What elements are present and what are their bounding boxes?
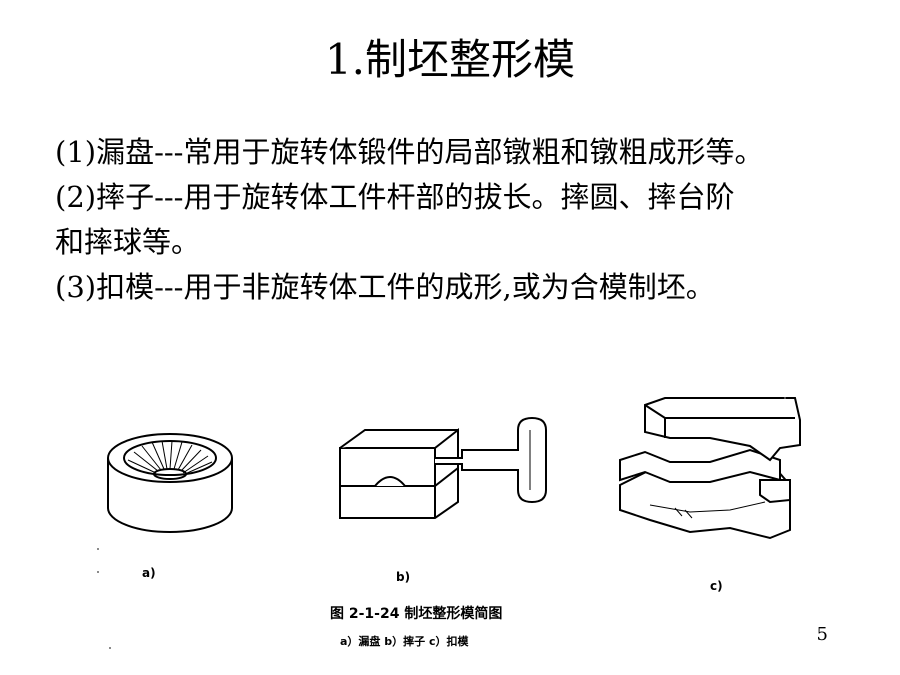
swage-die-drawing [339, 416, 547, 519]
body-text: (1)漏盘---常用于旋转体锻件的局部镦粗和镦粗成形等。 (2)摔子---用于旋… [55, 130, 895, 310]
body-line-1: (1)漏盘---常用于旋转体锻件的局部镦粗和镦粗成形等。 [55, 135, 764, 169]
body-line-2: (2)摔子---用于旋转体工件杆部的拔长。摔圆、摔台阶 [55, 180, 735, 214]
page-number: 5 [816, 624, 828, 645]
body-line-3: 和摔球等。 [55, 225, 201, 259]
clasp-die-drawing [619, 397, 801, 540]
die-figure: a) b) c) 图 2-1-24 制坯整形模简图 a）漏盘 b）摔子 c）扣模 [90, 390, 820, 670]
slide-title: 1.制坯整形模 [324, 35, 576, 84]
scan-marks [97, 397, 786, 649]
funnel-die-drawing [107, 433, 233, 533]
body-line-4: (3)扣模---用于非旋转体工件的成形,或为合模制坯。 [55, 270, 715, 304]
figure-subcaption: a）漏盘 b）摔子 c）扣模 [340, 635, 469, 648]
die-drawings [97, 397, 801, 649]
figure-caption: 图 2-1-24 制坯整形模简图 [330, 606, 503, 622]
label-b: b) [396, 570, 411, 584]
label-c: c) [710, 579, 723, 593]
label-a: a) [142, 566, 156, 580]
